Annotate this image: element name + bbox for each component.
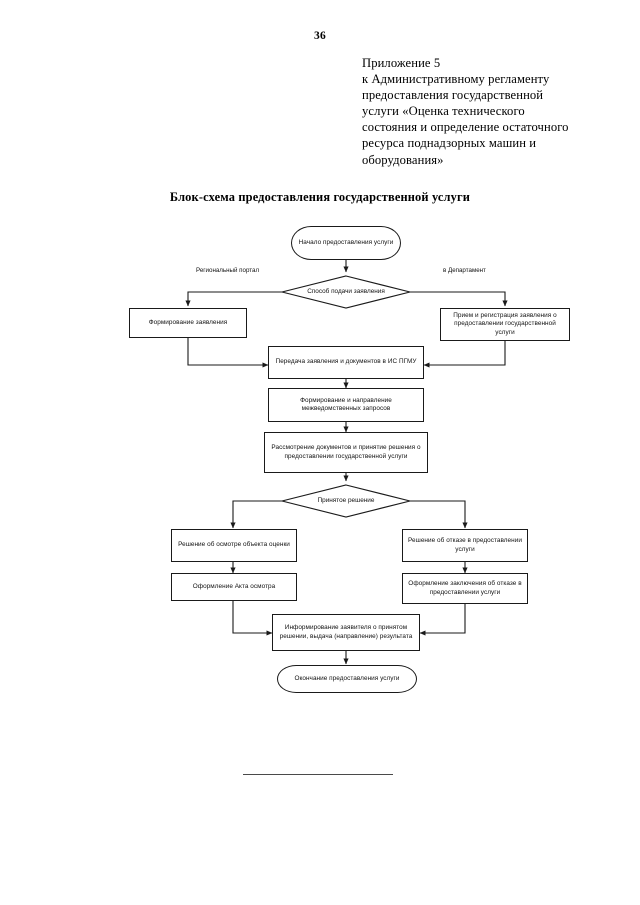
- node-inspection-decision[interactable]: Решение об осмотре объекта оценки: [171, 529, 297, 562]
- page-number: 36: [314, 30, 326, 42]
- node-transfer-documents[interactable]: Передача заявления и документов в ИС ПГМ…: [268, 346, 424, 379]
- node-refusal-decision[interactable]: Решение об отказе в предоставлении услуг…: [402, 529, 528, 562]
- appendix-line-2: к Административному регламенту: [362, 72, 550, 87]
- appendix-line-4: услуги «Оценка технического: [362, 104, 525, 119]
- appendix-line-6: ресурса поднадзорных машин и: [362, 136, 537, 151]
- node-decision-made[interactable]: Принятое решение: [317, 497, 375, 504]
- node-receive-register[interactable]: Прием и регистрация заявления о предоста…: [440, 308, 570, 341]
- node-start[interactable]: Начало предоставления услуги: [291, 226, 401, 260]
- appendix-line-3: предоставления государственной: [362, 88, 544, 103]
- appendix-reference-block: Приложение 5 к Административному регламе…: [362, 55, 624, 168]
- appendix-line-1: Приложение 5: [362, 56, 441, 70]
- node-inspection-act[interactable]: Оформление Акта осмотра: [171, 573, 297, 601]
- footer-divider: [243, 774, 393, 775]
- node-review-and-decide[interactable]: Рассмотрение документов и принятие решен…: [264, 432, 428, 473]
- appendix-line-5: состояния и определение остаточного: [362, 120, 569, 135]
- page-title: Блок-схема предоставления государственно…: [169, 190, 471, 204]
- edge-label-to-department: в Департамент: [443, 267, 486, 274]
- node-refusal-conclusion[interactable]: Оформление заключения об отказе в предос…: [402, 573, 528, 604]
- node-end[interactable]: Окончание предоставления услуги: [277, 665, 417, 693]
- node-interagency-requests[interactable]: Формирование и направление межведомствен…: [268, 388, 424, 422]
- node-form-application[interactable]: Формирование заявления: [129, 308, 247, 338]
- edge-label-regional-portal: Региональный портал: [196, 267, 260, 274]
- node-inform-applicant[interactable]: Информирование заявителя о принятом реше…: [272, 614, 420, 651]
- node-decision-submit-method[interactable]: Способ подачи заявления: [307, 288, 385, 295]
- appendix-line-7: оборудования»: [362, 152, 444, 167]
